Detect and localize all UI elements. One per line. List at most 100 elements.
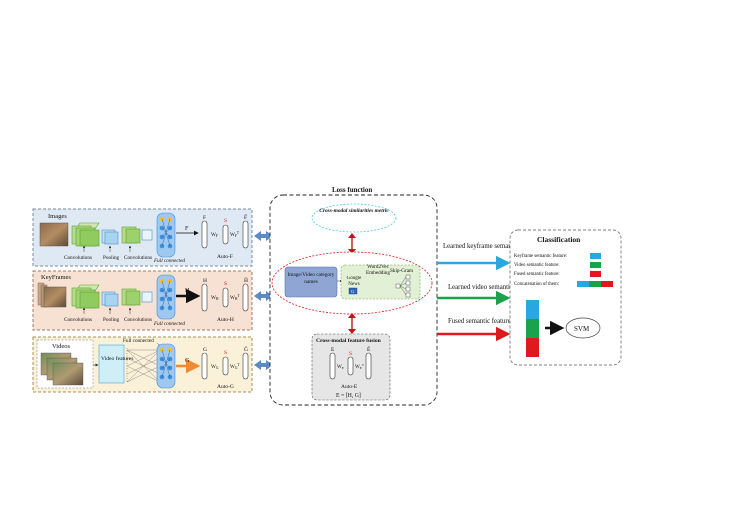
svg-text:WET: WET	[355, 363, 365, 370]
images-step-2: Pooling	[103, 255, 120, 261]
auto-f-hat: F̂	[244, 214, 247, 221]
auto-f-wt: W	[230, 232, 235, 238]
keyframe-output-label-line1: Learned keyframe semantic feature	[443, 243, 539, 250]
keyframes-step-1: Convolutions	[64, 317, 92, 323]
auto-h-in-letter: H	[203, 278, 207, 284]
auto-h-w-sub: H	[216, 297, 219, 301]
auto-e-w: W	[337, 365, 342, 370]
auto-h-wt-sup: T	[238, 294, 241, 298]
legend-video-label: Video semantic feature:	[514, 263, 560, 268]
auto-f-w: W	[211, 232, 216, 238]
svm-label: SVM	[574, 325, 590, 333]
video-features-label: Video features	[101, 355, 133, 362]
auto-g: G WG WGT S Ĝ Auto-G	[201, 345, 249, 390]
metric-double-arrow	[348, 233, 356, 254]
branch-images: Images Convolutions Pooling Convolutions	[32, 208, 253, 267]
auto-e-label: Auto-E	[341, 384, 358, 390]
images-photo	[39, 222, 69, 247]
auto-f-in-letter: F	[203, 215, 206, 221]
auto-e-w-sub: E	[342, 366, 344, 370]
word2vec-label-box: Word2Vec Embedding	[366, 264, 390, 276]
auto-g-label: Auto-G	[217, 384, 234, 390]
images-step-3: Convolutions	[124, 255, 152, 261]
keyframes-label: KeyFrames	[41, 274, 71, 281]
svg-text:WH: WH	[211, 295, 219, 301]
branch-loss-links	[254, 231, 273, 370]
videos-fc-label: Full connected	[123, 338, 154, 344]
skip-gram-icon	[395, 274, 411, 298]
link-arrow-images	[254, 231, 273, 241]
auto-g-w-sub: G	[216, 366, 219, 370]
legend-fused-swatch	[590, 271, 601, 277]
svm-node	[565, 317, 601, 339]
fc-layer-videos	[156, 343, 176, 389]
word2vec-box	[340, 264, 421, 300]
legend-concat-swatch	[577, 281, 613, 287]
keyframes-step-2: Pooling	[103, 317, 120, 323]
auto-f-wt-sup: T	[237, 231, 240, 235]
fused-output-label: Fused semantic feature	[448, 318, 511, 325]
keyframes-step-3: Convolutions	[124, 317, 152, 323]
auto-e-in-letter: E	[331, 347, 335, 353]
videos-feature-letter: G	[185, 358, 190, 364]
auto-g-wt: W	[230, 364, 235, 370]
svg-text:WE: WE	[337, 365, 344, 370]
link-arrow-videos	[254, 360, 273, 370]
keyframes-fc-label: Full connected	[153, 321, 185, 327]
conv-stack-images	[71, 222, 153, 247]
auto-f-wt-sub: F	[235, 234, 237, 238]
auto-e-hat: Ê	[367, 345, 371, 353]
legend-keyframe-label: Keyframe semantic feature:	[514, 254, 567, 259]
loss-title: Loss function	[332, 186, 372, 194]
svg-text:WFT: WFT	[230, 231, 240, 238]
auto-f: F WF WFT S F̂ Auto-F	[201, 214, 249, 260]
auto-e-wt-sub: E	[360, 366, 362, 370]
branch-keyframes: KeyFrames Convolutions Pooling Convoluti…	[32, 270, 253, 331]
google-news-label: Google News	[346, 276, 362, 287]
keyframes-feature-letter: H	[185, 288, 190, 294]
auto-f-s: S	[224, 218, 227, 224]
svg-text:G: G	[351, 289, 355, 294]
auto-f-w-sub: F	[216, 234, 218, 238]
svg-text:WGT: WGT	[230, 363, 241, 370]
auto-g-in-letter: G	[203, 347, 207, 353]
auto-f-label: Auto-F	[217, 254, 233, 260]
fc-layer-keyframes	[156, 274, 176, 320]
fusion-double-arrow	[348, 313, 356, 334]
auto-g-hat: Ĝ	[244, 345, 248, 353]
auto-h-s: S	[224, 281, 227, 287]
video-output-label: Learned video semantic feature	[448, 284, 533, 291]
svg-text:WG: WG	[211, 364, 219, 370]
branch-videos: Videos Video features Full connected G G	[32, 336, 253, 393]
classification: Classification Keyframe semantic feature…	[509, 229, 622, 366]
legend-concat-label: Concatenation of them:	[514, 282, 559, 287]
auto-h-label: Auto-H	[217, 317, 234, 323]
auto-h-hat: Ĥ	[244, 276, 248, 284]
svg-text:WHT: WHT	[230, 294, 241, 301]
images-fc-label: Full connected	[153, 258, 185, 264]
legend-keyframe-swatch	[590, 253, 601, 259]
auto-h-wt-sub: H	[235, 297, 238, 301]
classification-title: Classification	[537, 235, 581, 244]
auto-e: E WE WET S Ê Auto-E E = [H, G]	[329, 345, 372, 399]
auto-e-wt: W	[355, 365, 360, 370]
auto-h: H WH WHT S Ĥ Auto-H	[201, 276, 249, 323]
legend-video-swatch	[590, 262, 601, 268]
images-step-1: Convolutions	[64, 255, 92, 261]
google-news-label-box: Google News	[346, 276, 362, 287]
video-fc-nodes	[126, 348, 161, 383]
auto-e-s: S	[349, 351, 352, 357]
concat-vector	[526, 300, 539, 357]
category-names-label-box: Image/Video category names	[288, 272, 335, 285]
link-arrow-keyframes	[254, 291, 273, 301]
videos-label: Videos	[52, 343, 70, 350]
fusion-equation: E = [H, G]	[336, 393, 361, 399]
word2vec-label: Word2Vec Embedding	[366, 264, 390, 276]
similarity-metric-label: Cross-modal similarities metric	[319, 208, 389, 214]
loss-function: Loss function Cross-modal similarities m…	[269, 186, 438, 406]
conv-stack-keyframes	[71, 284, 153, 309]
images-label: Images	[48, 213, 67, 220]
keyframes-photo	[43, 286, 67, 308]
skip-gram-label: Skip-Gram	[390, 268, 413, 274]
